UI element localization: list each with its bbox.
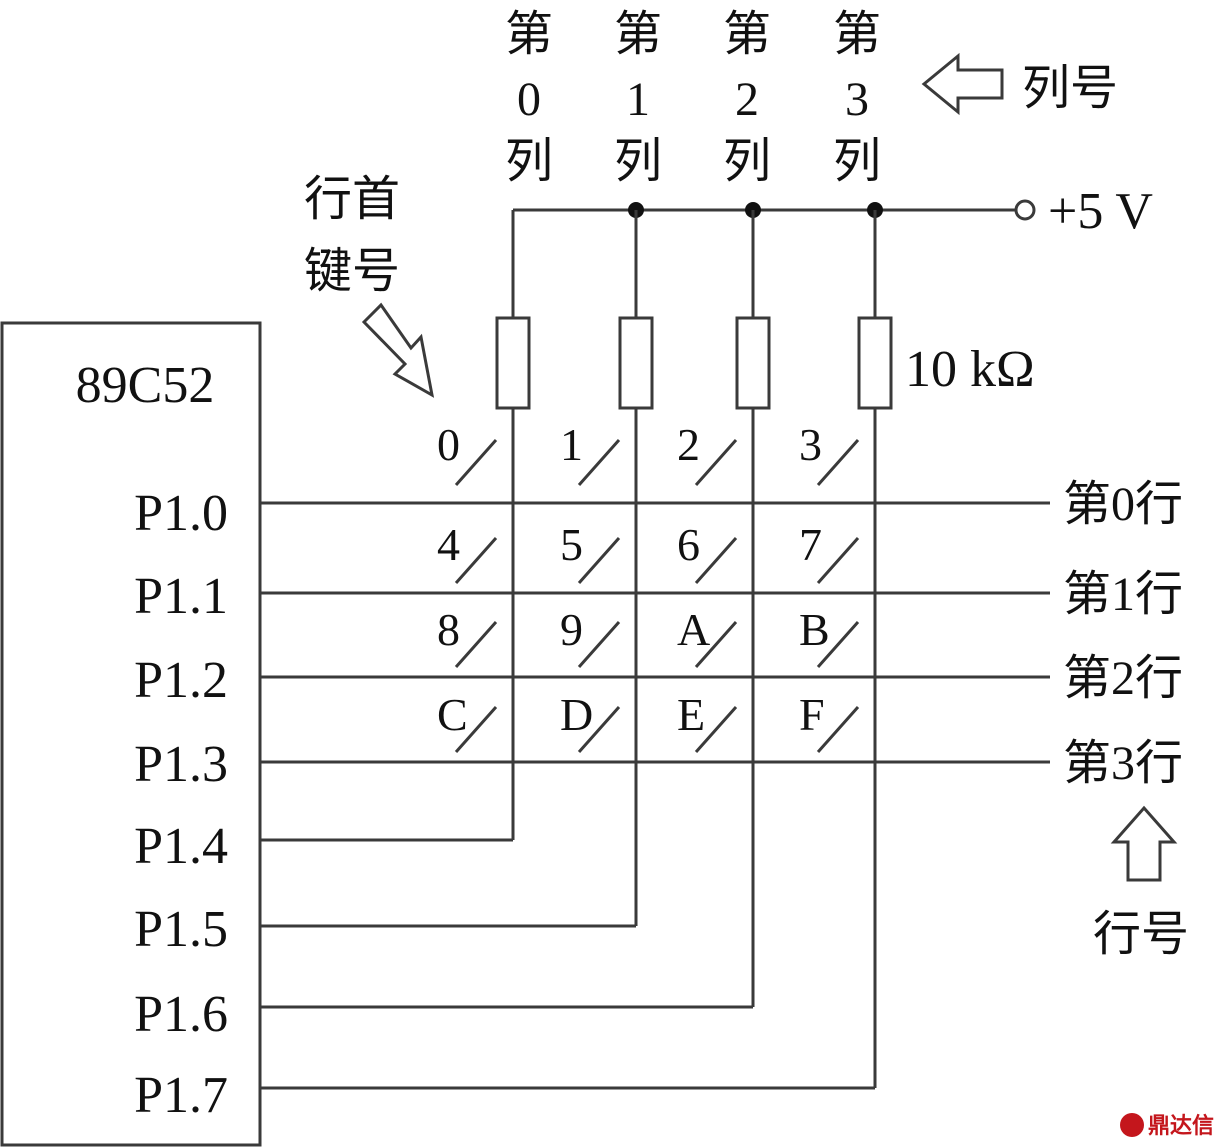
supply-voltage-label: +5 V: [1048, 183, 1153, 240]
resistor: [857, 316, 893, 410]
pin-label-p1-0: P1.0: [134, 485, 228, 542]
key-switch-7: [816, 537, 860, 584]
key-switch-f: [816, 706, 860, 753]
column-0-num: 0: [517, 73, 541, 126]
column-2-num: 2: [735, 73, 759, 126]
watermark: 鼎达信: [1120, 1113, 1214, 1139]
column-number-label: 列号: [1022, 62, 1118, 115]
watermark-text: 鼎达信: [1148, 1113, 1214, 1139]
pin-label-p1-1: P1.1: [134, 568, 228, 625]
pin-label-p1-3: P1.3: [134, 736, 228, 793]
row-3-label: 第3行: [1063, 737, 1183, 790]
key-label-b: B: [799, 604, 830, 655]
first-key-arrow-icon: [361, 302, 435, 398]
key-switch-b: [816, 621, 860, 668]
pin-label-p1-5: P1.5: [134, 901, 228, 958]
column-0-top: 第: [505, 8, 553, 61]
mcu-name: 89C52: [76, 357, 215, 414]
resistor-value-label: 10 kΩ: [905, 341, 1035, 398]
pin-label-p1-2: P1.2: [134, 652, 228, 709]
pin-label-p1-4: P1.4: [134, 818, 228, 875]
column-3-bottom: 列: [833, 135, 881, 188]
first-key-label-line1: 行首: [304, 173, 400, 226]
row-number-label: 行号: [1093, 908, 1189, 961]
first-key-label-line2: 键号: [304, 245, 400, 298]
key-switch-6: [694, 537, 738, 584]
key-label-3: 3: [799, 419, 822, 470]
key-label-f: F: [799, 689, 825, 740]
key-label-4: 4: [437, 519, 460, 570]
key-switch-5: [577, 537, 621, 584]
key-switch-2: [694, 439, 738, 486]
key-label-2: 2: [677, 419, 700, 470]
watermark-logo-icon: [1120, 1113, 1144, 1137]
key-label-d: D: [560, 689, 593, 740]
key-label-5: 5: [560, 519, 583, 570]
column-3-top: 第: [833, 8, 881, 61]
key-switch-4: [454, 537, 498, 584]
key-switch-e: [694, 706, 738, 753]
pin-label-p1-7: P1.7: [134, 1067, 228, 1124]
key-switch-0: [454, 439, 498, 486]
key-switch-a: [694, 621, 738, 668]
column-1-bottom: 列: [614, 135, 662, 188]
column-arrow-icon: [921, 52, 1004, 116]
resistor: [735, 316, 771, 410]
row-1-label: 第1行: [1063, 568, 1183, 621]
key-label-8: 8: [437, 604, 460, 655]
row-0-label: 第0行: [1063, 478, 1183, 531]
column-2-top: 第: [723, 8, 771, 61]
key-label-a: A: [677, 604, 710, 655]
column-0-bottom: 列: [505, 135, 553, 188]
column-1-top: 第: [614, 8, 662, 61]
key-label-0: 0: [437, 419, 460, 470]
key-switch-c: [454, 706, 498, 753]
column-3-num: 3: [845, 73, 869, 126]
key-label-1: 1: [560, 419, 583, 470]
key-label-9: 9: [560, 604, 583, 655]
key-switch-8: [454, 621, 498, 668]
key-label-c: C: [437, 689, 468, 740]
key-label-7: 7: [799, 519, 822, 570]
mcu-box: [0, 321, 262, 1147]
resistor: [618, 316, 654, 410]
key-switch-1: [577, 439, 621, 486]
resistor: [495, 316, 531, 410]
supply-terminal: [1014, 199, 1036, 221]
key-switch-3: [816, 439, 860, 486]
column-2-bottom: 列: [723, 135, 771, 188]
pin-label-p1-6: P1.6: [134, 986, 228, 1043]
row-2-label: 第2行: [1063, 652, 1183, 705]
key-label-6: 6: [677, 519, 700, 570]
key-label-e: E: [677, 689, 705, 740]
key-switch-d: [577, 706, 621, 753]
key-switch-9: [577, 621, 621, 668]
keys-layer: 0 1 2 3 4 5 6 7 8 9 A B C D E F: [437, 419, 860, 753]
row-arrow-icon: [1110, 805, 1178, 882]
column-1-num: 1: [626, 73, 650, 126]
